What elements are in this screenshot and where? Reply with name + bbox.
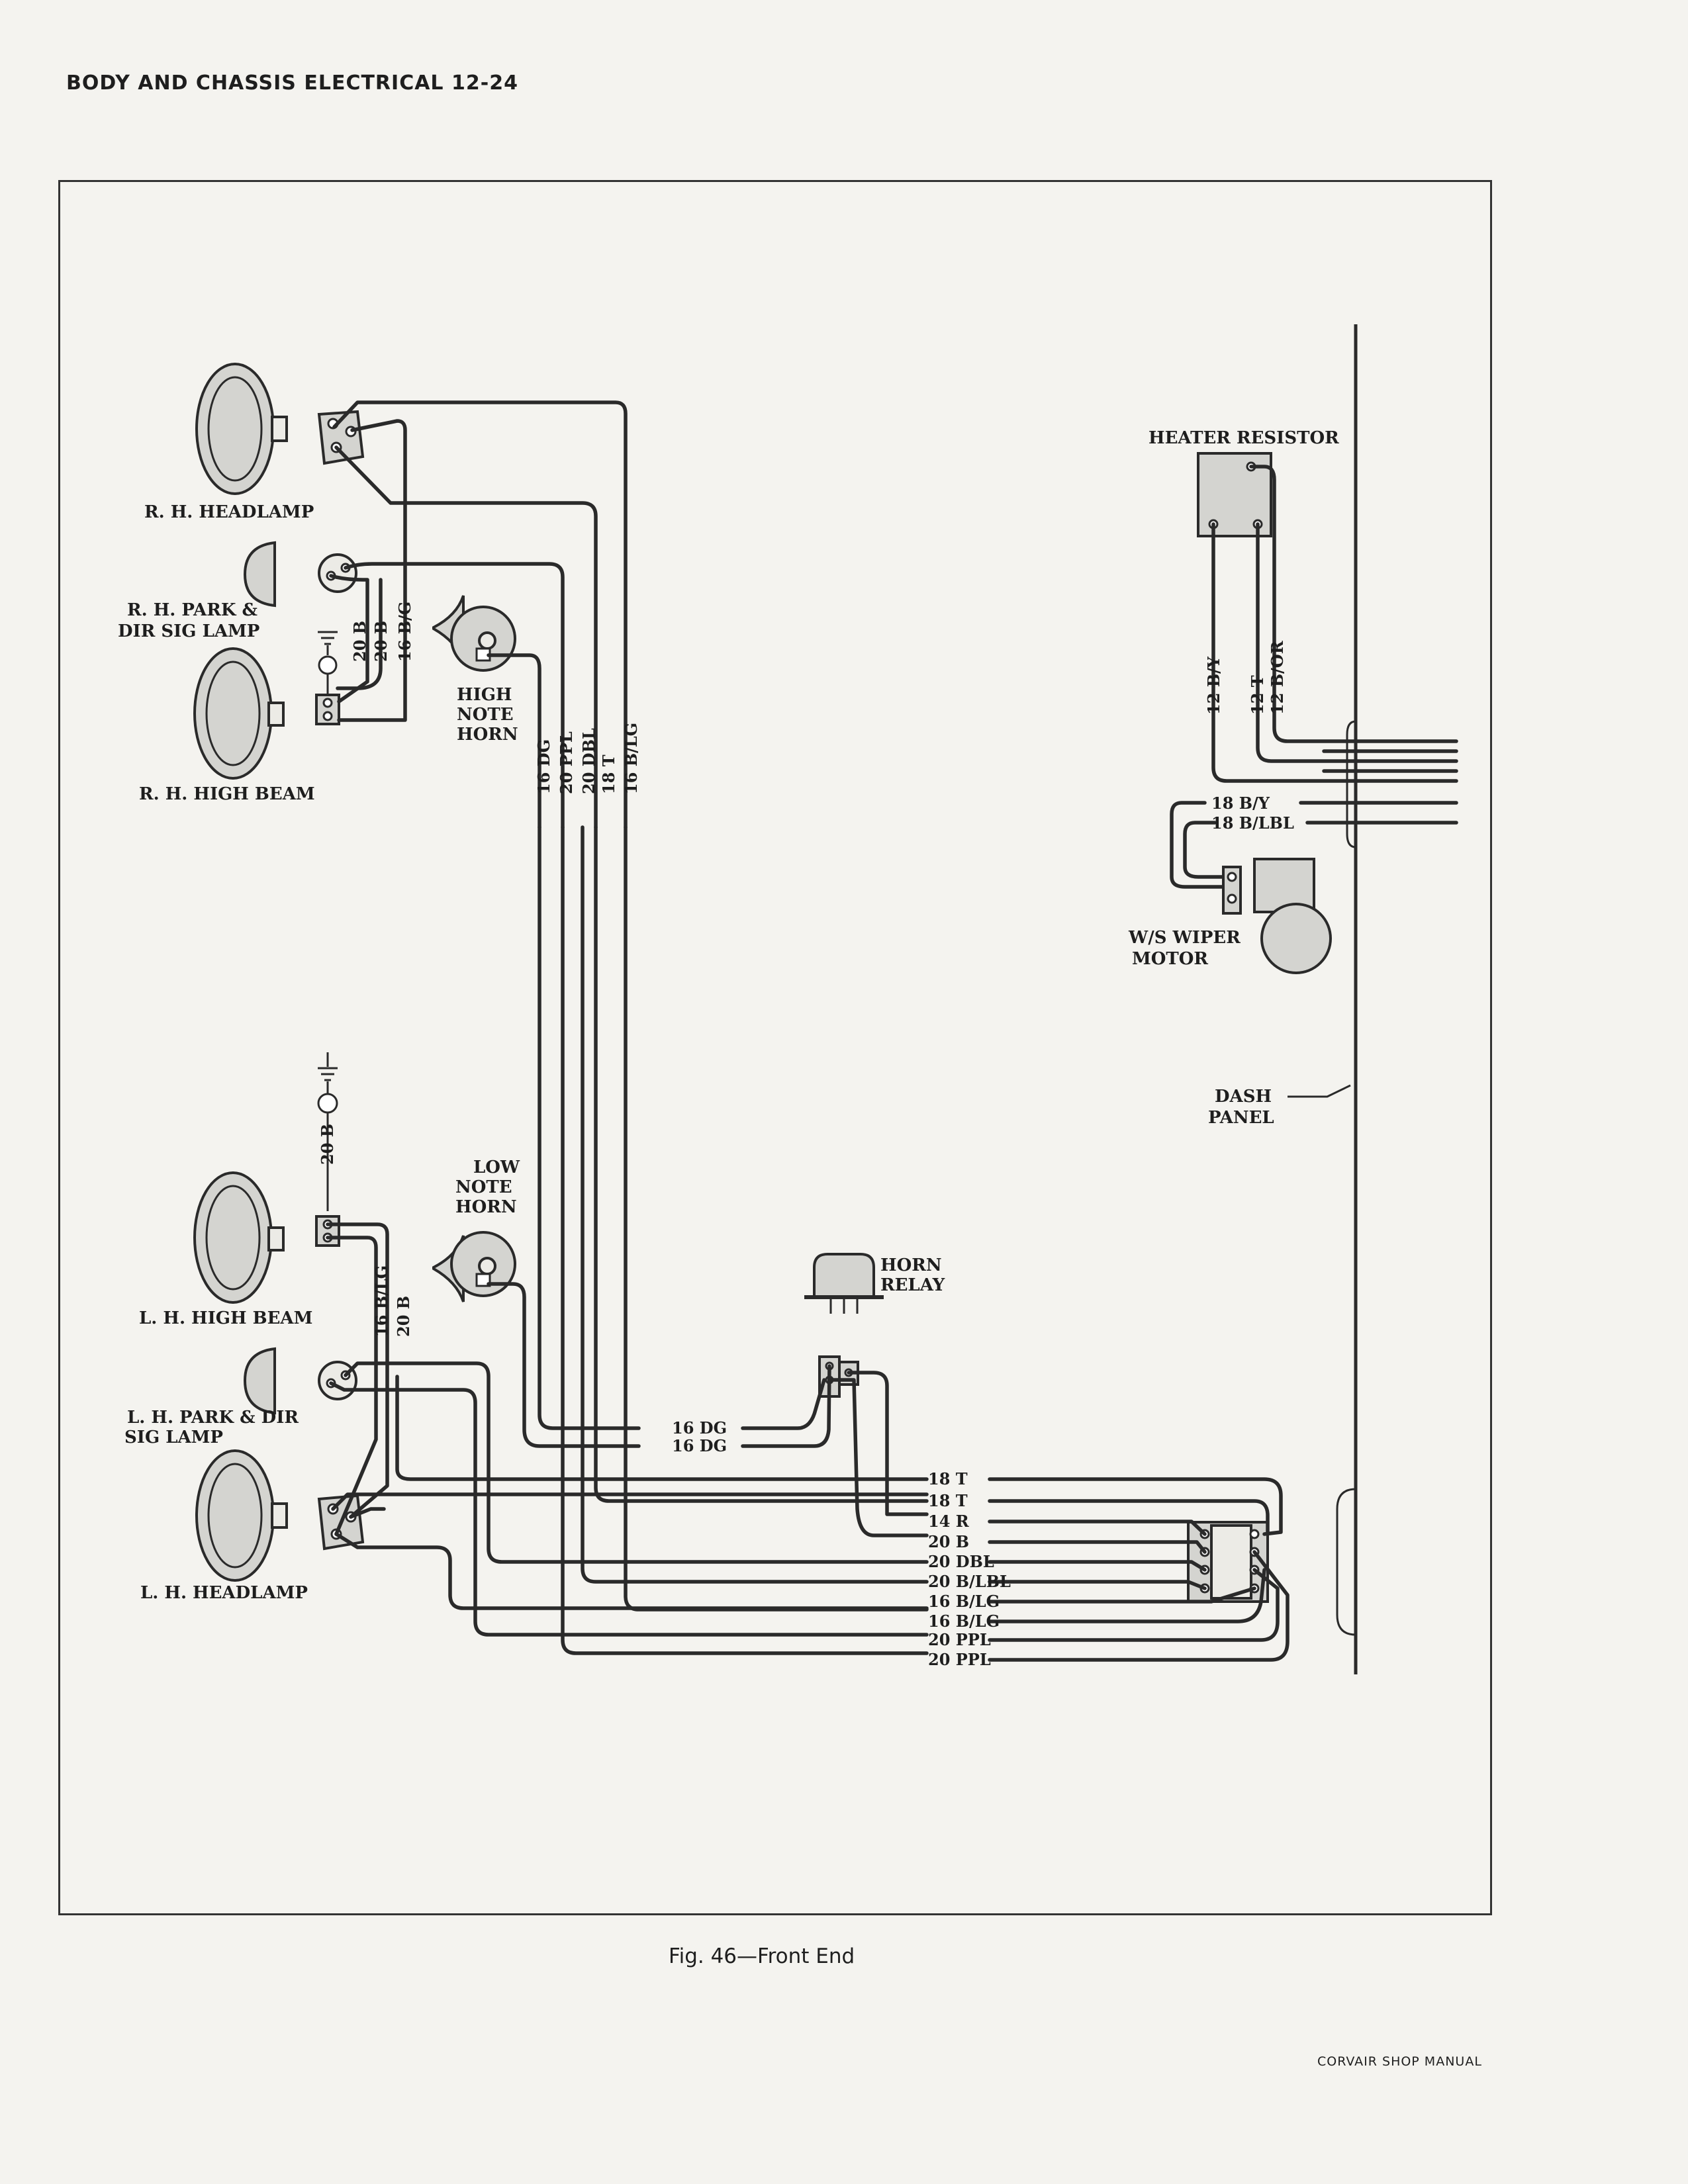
page-footer: CORVAIR SHOP MANUAL <box>1317 2054 1482 2069</box>
low-horn-label-2: NOTE <box>455 1177 512 1197</box>
rh-wiring <box>329 400 628 829</box>
dash-panel-pointer <box>1288 1084 1351 1098</box>
trunk-label-20dbl: 20 DBL <box>579 728 598 794</box>
dash-panel-label-2: PANEL <box>1208 1108 1274 1128</box>
lh-wire-label-16blg: 16 B/LG <box>372 1265 391 1337</box>
rh-park-label-1: R. H. PARK & <box>127 600 258 620</box>
horn-relay-connector-icon <box>818 1355 859 1398</box>
horn-relay-label-1: HORN <box>880 1255 942 1275</box>
lh-headlamp-label: L. H. HEADLAMP <box>140 1583 308 1603</box>
low-note-horn-icon <box>432 1231 516 1302</box>
heater-resistor-label: HEATER RESISTOR <box>1149 428 1339 448</box>
wiper-wiring <box>1170 801 1458 889</box>
lh-headlamp-icon <box>195 1449 288 1582</box>
wiper-label-18blbl: 18 B/LBL <box>1211 813 1294 833</box>
high-horn-label-1: HIGH <box>457 685 512 705</box>
dash-panel-line <box>1336 324 1358 1674</box>
conn-label-6: 20 B/LBL <box>928 1572 1011 1591</box>
lh-wiring <box>326 1222 929 1637</box>
lh-park-label-2: SIG LAMP <box>124 1428 223 1447</box>
rh-park-lamp-icon <box>243 541 357 608</box>
lh-high-beam-connector-icon <box>315 1215 340 1247</box>
dash-panel-label-1: DASH <box>1215 1087 1272 1107</box>
lh-ground-label-20b: 20 B <box>318 1124 337 1165</box>
lh-high-beam-icon <box>193 1171 285 1304</box>
conn-label-3: 14 R <box>928 1512 970 1531</box>
conn-label-1: 18 T <box>928 1469 968 1488</box>
connector-wiring <box>988 1477 1289 1662</box>
low-horn-wire <box>487 1282 641 1448</box>
rh-wire-label-16bg: 16 B/G <box>395 602 414 662</box>
heater-label-12by: 12 B/Y <box>1204 656 1223 715</box>
horn-relay-label-2: RELAY <box>880 1275 945 1295</box>
trunk-label-18t: 18 T <box>599 754 618 794</box>
rh-high-beam-icon <box>193 647 285 780</box>
conn-label-2: 18 T <box>928 1491 968 1510</box>
rh-ground-icon <box>318 631 338 695</box>
lh-park-lamp-icon <box>243 1347 357 1415</box>
low-horn-label-3: HORN <box>455 1197 517 1217</box>
low-horn-label-1: LOW <box>473 1158 520 1177</box>
trunk-label-20ppl: 20 PPL <box>557 731 576 794</box>
horn-relay-icon <box>804 1253 884 1314</box>
bulkhead-connector-icon <box>1187 1521 1269 1603</box>
rh-park-label-2: DIR SIG LAMP <box>118 621 259 641</box>
heater-label-12bor: 12 B/OR <box>1268 640 1287 715</box>
page-header: BODY AND CHASSIS ELECTRICAL 12-24 <box>66 71 518 95</box>
conn-label-5: 20 DBL <box>928 1552 994 1571</box>
rh-wire-label-20b-1: 20 B <box>350 621 369 662</box>
relay-label-16dg-2: 16 DG <box>672 1436 727 1455</box>
main-trunk-wires <box>538 825 929 1655</box>
conn-label-9: 20 PPL <box>928 1630 991 1649</box>
high-horn-label-3: HORN <box>457 725 518 745</box>
lh-high-beam-label: L. H. HIGH BEAM <box>139 1308 312 1328</box>
lh-ground-icon <box>317 1052 338 1211</box>
rh-wire-label-20b-2: 20 B <box>371 621 391 662</box>
wiper-label-1: W/S WIPER <box>1128 928 1241 948</box>
rh-high-beam-label: R. H. HIGH BEAM <box>139 784 315 804</box>
conn-label-8: 16 B/LG <box>928 1612 1000 1631</box>
high-horn-label-2: NOTE <box>457 705 514 725</box>
horn-relay-wiring <box>741 1364 929 1537</box>
diagram-frame <box>58 180 1492 1915</box>
figure-caption: Fig. 46—Front End <box>669 1944 855 1968</box>
relay-label-16dg-1: 16 DG <box>672 1418 727 1437</box>
rh-high-beam-connector-icon <box>315 694 340 725</box>
wiper-label-18by: 18 B/Y <box>1211 794 1270 813</box>
conn-label-10: 20 PPL <box>928 1650 991 1669</box>
lh-park-label-1: L. H. PARK & DIR <box>127 1408 299 1428</box>
rh-headlamp-label: R. H. HEADLAMP <box>144 502 314 522</box>
wiper-label-2: MOTOR <box>1132 949 1208 969</box>
wiper-motor-icon <box>1222 858 1332 974</box>
high-horn-wire <box>487 653 541 829</box>
heater-wiring <box>1211 465 1458 783</box>
conn-label-4: 20 B <box>928 1532 969 1551</box>
trunk-label-16blg: 16 B/LG <box>622 723 641 794</box>
rh-headlamp-icon <box>195 363 288 495</box>
trunk-label-16dg: 16 DG <box>534 739 553 794</box>
lh-wire-label-20b: 20 B <box>394 1296 413 1337</box>
heater-label-12t: 12 T <box>1248 675 1267 715</box>
high-note-horn-icon <box>432 595 516 672</box>
conn-label-7: 16 B/LG <box>928 1592 1000 1611</box>
